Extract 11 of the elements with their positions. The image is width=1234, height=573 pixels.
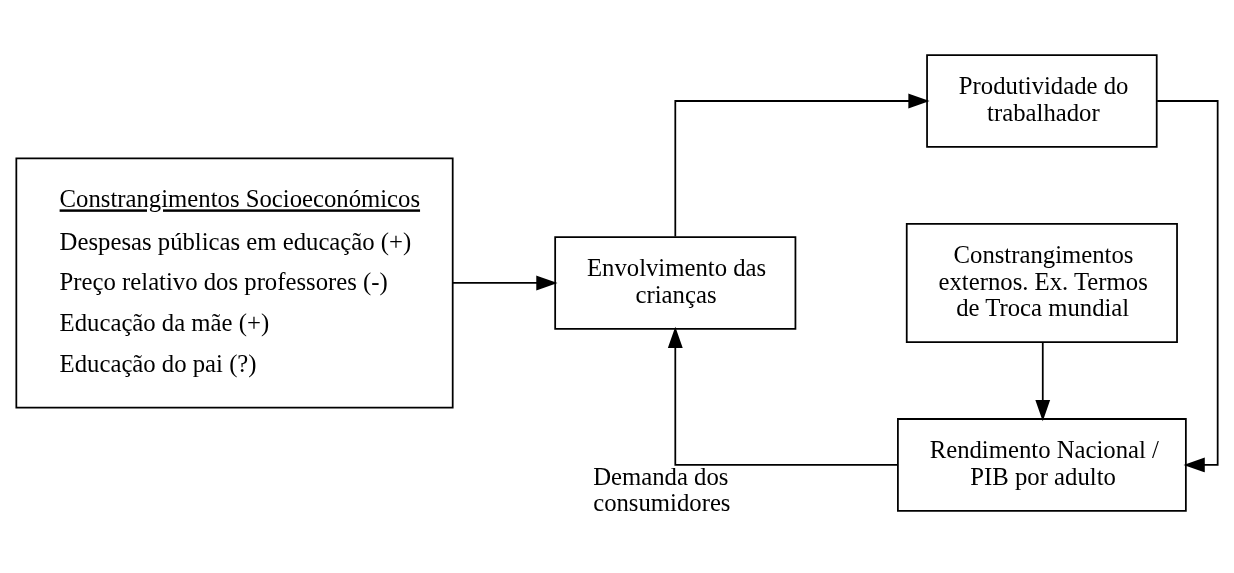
arrow	[1035, 341, 1051, 422]
edge-label: Demanda dos consumidores	[593, 462, 731, 517]
arrow	[667, 326, 899, 466]
node-box: Envolvimento das crianças	[554, 236, 797, 330]
arrow	[674, 93, 930, 238]
node-box: Constrangimentos externos. Ex. Termos de Troca mundial	[905, 222, 1178, 344]
node-box: Constrangimentos Socioeconómicos Despesas públicas em educação (+) Preço relativo dos professores (-) Educação da mãe (+) Educação do pai (?)	[15, 157, 454, 409]
node-box: Produtividade do trabalhador	[926, 54, 1158, 148]
arrow	[452, 275, 558, 291]
node-box: Rendimento Nacional / PIB por adulto	[897, 418, 1187, 512]
arrow	[1156, 100, 1219, 473]
